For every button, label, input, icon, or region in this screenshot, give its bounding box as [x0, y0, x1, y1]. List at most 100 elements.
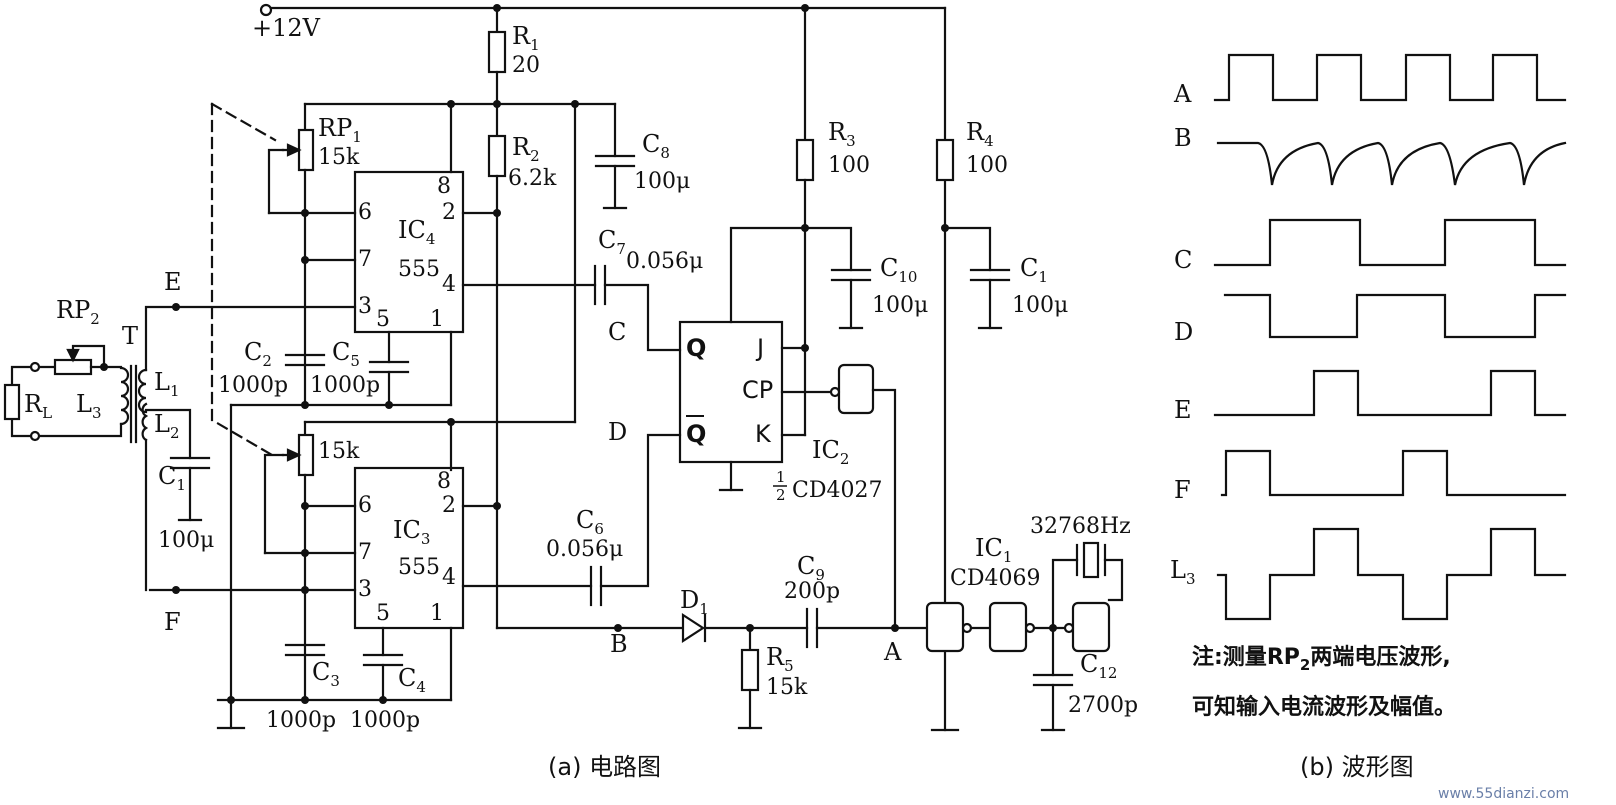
rl-name: RL [24, 390, 52, 422]
capacitor-c5 [368, 360, 410, 407]
c1-right-name: C1 [1020, 254, 1048, 286]
capacitor-c4 [362, 653, 404, 702]
ic1-inverter-2 [988, 601, 1028, 653]
ic3-name: IC3 [393, 516, 430, 548]
r1-name: R1 [512, 22, 540, 54]
ic4-pin2: 2 [442, 200, 456, 225]
c1-left-value: 100μ [158, 528, 214, 553]
c12-name: C12 [1080, 650, 1117, 682]
ic4-pin1: 1 [430, 307, 444, 332]
r4-value: 100 [966, 153, 1008, 178]
c5-value: 1000p [310, 373, 380, 398]
ic3-pin5: 5 [376, 601, 390, 626]
c7-name: C7 [598, 226, 626, 258]
c10-name: C10 [880, 254, 917, 286]
c4-value: 1000p [350, 708, 420, 733]
resistor-r5 [740, 648, 760, 692]
resistor-r2 [487, 102, 507, 630]
inverter-cp [829, 363, 897, 630]
waveform-caption: (b) 波形图 [1300, 753, 1414, 781]
capacitor-c1-left [169, 456, 211, 522]
wave-b [1216, 141, 1567, 186]
ic4-pin5: 5 [376, 307, 390, 332]
node-b: B [610, 630, 628, 658]
r3-value: 100 [828, 153, 870, 178]
node-e: E [164, 268, 182, 296]
capacitor-c3 [284, 643, 326, 657]
wave-label-l3: L3 [1170, 556, 1195, 588]
wave-l3 [1216, 527, 1567, 621]
wave-label-c: C [1174, 246, 1192, 274]
wave-label-f: F [1174, 476, 1191, 504]
r2-name: R2 [512, 133, 540, 165]
c6-value: 0.056μ [546, 537, 623, 562]
waveform-panel [1213, 53, 1567, 621]
r5-value: 15k [766, 675, 808, 700]
ff-pin-j: J [755, 334, 764, 362]
ic3-pin2: 2 [442, 493, 456, 518]
capacitor-c2 [284, 353, 326, 367]
capacitor-c1-right [943, 226, 1011, 330]
ic2-type: CD4027 [792, 478, 882, 503]
wave-label-d: D [1174, 318, 1193, 346]
capacitor-c12 [1032, 626, 1074, 732]
c4-name: C4 [398, 664, 426, 696]
wave-d [1223, 293, 1567, 339]
wave-e [1213, 369, 1567, 417]
node-f: F [164, 608, 181, 636]
wave-label-a: A [1173, 80, 1192, 108]
c2-name: C2 [244, 338, 272, 370]
junction-dots [100, 4, 1057, 704]
ic2-frac-num: 1 [776, 468, 786, 486]
ic3-type: 555 [398, 555, 440, 580]
d1-name: D1 [680, 586, 709, 618]
ic3-555 [353, 466, 465, 630]
resistor-r3 [795, 138, 815, 182]
ic2-frac-den: 2 [776, 486, 786, 504]
crystal-label: 32768Hz [1030, 514, 1131, 539]
wave-c [1213, 218, 1567, 267]
ic2-name: IC2 [812, 436, 849, 468]
ic1-inverter-1 [925, 601, 965, 653]
capacitor-c9 [805, 607, 819, 649]
ic1-type: CD4069 [950, 566, 1040, 591]
ic4-type: 555 [398, 257, 440, 282]
capacitor-c8 [594, 102, 636, 210]
ff-pin-k: K [755, 420, 772, 448]
node-c: C [608, 318, 626, 346]
rp1-value: 15k [318, 145, 360, 170]
c2-value: 1000p [218, 373, 288, 398]
note-line-1: 注:测量RP2两端电压波形, [1192, 644, 1451, 674]
node-d: D [608, 418, 627, 446]
ff-pin-cp: CP [742, 376, 773, 404]
ff-pin-qbar: Q [686, 420, 706, 448]
rp-ic3-value: 15k [318, 439, 360, 464]
ic4-pin7: 7 [358, 247, 372, 272]
c7-value: 0.056μ [626, 249, 703, 274]
ic3-pin1: 1 [430, 601, 444, 626]
c10-value: 100μ [872, 293, 928, 318]
c8-name: C8 [642, 130, 670, 162]
transformer-t [119, 364, 149, 444]
r1-value: 20 [512, 53, 540, 78]
c9-value: 200p [784, 579, 840, 604]
c3-value: 1000p [266, 708, 336, 733]
resistor-r4 [935, 138, 955, 182]
r5-name: R5 [766, 643, 794, 675]
wave-a [1213, 53, 1567, 102]
ic4-555 [353, 170, 465, 334]
ic1-inverter-3 [1071, 601, 1111, 653]
ic3-pin3: 3 [358, 577, 372, 602]
wave-label-b: B [1174, 124, 1192, 152]
ic1-name: IC1 [975, 534, 1012, 566]
c12-value: 2700p [1068, 693, 1138, 718]
ic4-name: IC4 [398, 216, 435, 248]
resistor-rl [3, 383, 21, 421]
r2-value: 6.2k [508, 166, 557, 191]
ic4-pin6: 6 [358, 200, 372, 225]
rp2-name: RP2 [56, 296, 100, 328]
transformer-t-label: T [122, 322, 138, 350]
wave-f [1220, 449, 1567, 497]
c8-value: 100μ [634, 169, 690, 194]
c3-name: C3 [312, 658, 340, 690]
